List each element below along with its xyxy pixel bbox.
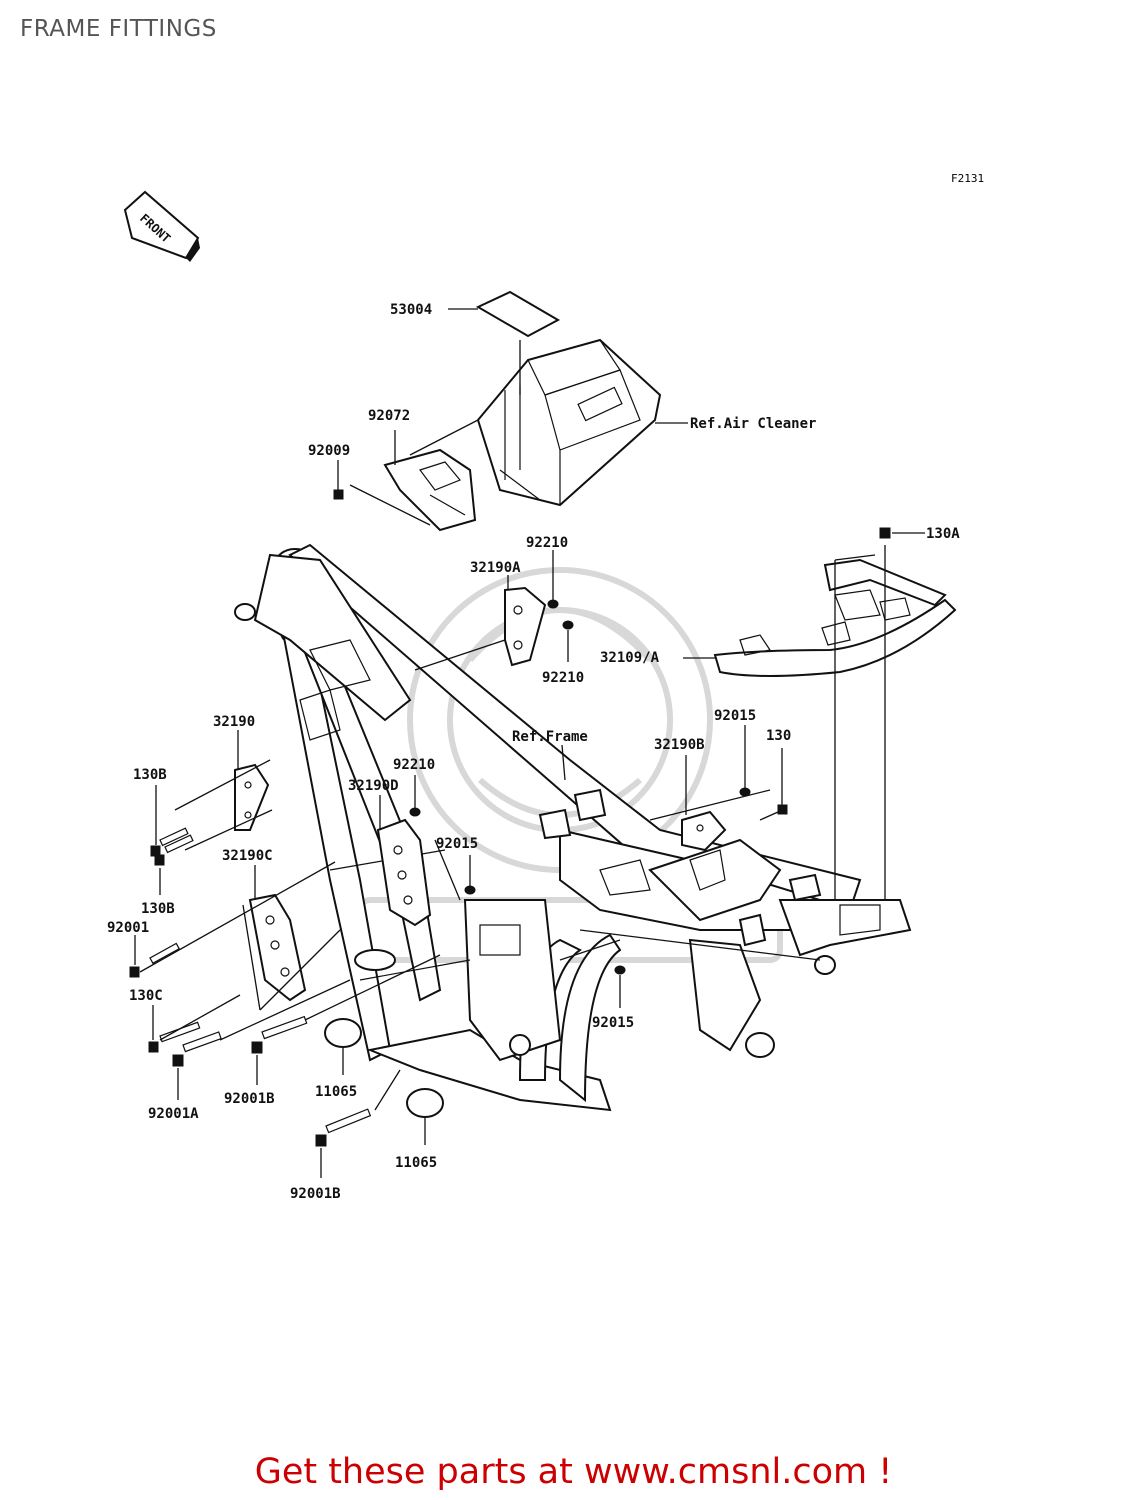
part-11065-plug-mid xyxy=(324,1018,362,1075)
label-32190: 32190 xyxy=(213,714,255,730)
exploded-parts-diagram: FRONT xyxy=(107,190,960,1202)
label-92210-top: 92210 xyxy=(526,535,568,551)
label-32190C: 32190C xyxy=(222,848,273,864)
label-ref-air-cleaner: Ref.Air Cleaner xyxy=(690,416,816,432)
label-92009: 92009 xyxy=(308,443,350,459)
part-92009-bolt xyxy=(333,460,344,500)
air-cleaner-box xyxy=(476,338,688,507)
label-32190A: 32190A xyxy=(470,560,521,576)
label-130B-low: 130B xyxy=(141,901,175,917)
label-32190D: 32190D xyxy=(348,778,399,794)
part-32190C-bracket xyxy=(242,865,341,1011)
part-32109A-grab-rail xyxy=(683,545,957,900)
part-32190B-bracket xyxy=(649,755,771,852)
label-92001A: 92001A xyxy=(148,1106,199,1122)
label-32190B: 32190B xyxy=(654,737,705,753)
label-130C: 130C xyxy=(129,988,163,1004)
label-130B-top: 130B xyxy=(133,767,167,783)
label-92015-low: 92015 xyxy=(592,1015,634,1031)
front-arrow-icon: FRONT xyxy=(123,190,200,262)
part-130C-bolt xyxy=(148,994,241,1053)
label-92210-mid: 92210 xyxy=(542,670,584,686)
label-11065-low: 11065 xyxy=(395,1155,437,1171)
label-92001B-mid: 92001B xyxy=(224,1091,275,1107)
part-92001B-bolt-mid xyxy=(251,954,441,1085)
label-130A: 130A xyxy=(926,526,960,542)
part-32190-bracket xyxy=(174,730,273,851)
part-130-bolt xyxy=(759,748,788,821)
label-11065-mid: 11065 xyxy=(315,1084,357,1100)
label-92210-low: 92210 xyxy=(393,757,435,773)
part-92210-nut-low xyxy=(409,775,421,817)
label-130: 130 xyxy=(766,728,791,744)
part-53004-sticker xyxy=(448,290,561,338)
label-92015-top-right: 92015 xyxy=(714,708,756,724)
part-130B-bolt-top xyxy=(150,785,189,857)
label-53004: 53004 xyxy=(390,302,432,318)
part-92210-nut-mid xyxy=(562,620,574,662)
part-32190D-bracket xyxy=(376,795,461,927)
part-92072-bracket xyxy=(349,419,479,532)
label-ref-frame: Ref.Frame xyxy=(512,729,588,745)
footer-link[interactable]: Get these parts at www.cmsnl.com ! xyxy=(254,1452,893,1492)
part-92001A-bolt xyxy=(172,979,351,1100)
label-92001B-low: 92001B xyxy=(290,1186,341,1202)
part-130A-bolt xyxy=(879,527,925,539)
label-92015-mid: 92015 xyxy=(436,836,478,852)
part-92015-nut-low xyxy=(614,965,626,1008)
part-130B-bolt-low xyxy=(154,834,194,895)
part-11065-plug-low xyxy=(406,1088,444,1145)
part-92015-nut-mid xyxy=(739,725,751,797)
label-32109A: 32109/A xyxy=(600,650,660,666)
part-92015-nut-top xyxy=(464,855,476,895)
part-92001B-bolt-low xyxy=(315,1069,401,1178)
diagram-code: F2131 xyxy=(951,172,985,185)
part-92210-nut-top xyxy=(547,550,559,609)
part-92001-bolt xyxy=(129,861,336,978)
label-92072: 92072 xyxy=(368,408,410,424)
label-92001: 92001 xyxy=(107,920,149,936)
part-32190A-bracket xyxy=(414,575,547,671)
page-title: FRAME FITTINGS xyxy=(20,16,217,42)
